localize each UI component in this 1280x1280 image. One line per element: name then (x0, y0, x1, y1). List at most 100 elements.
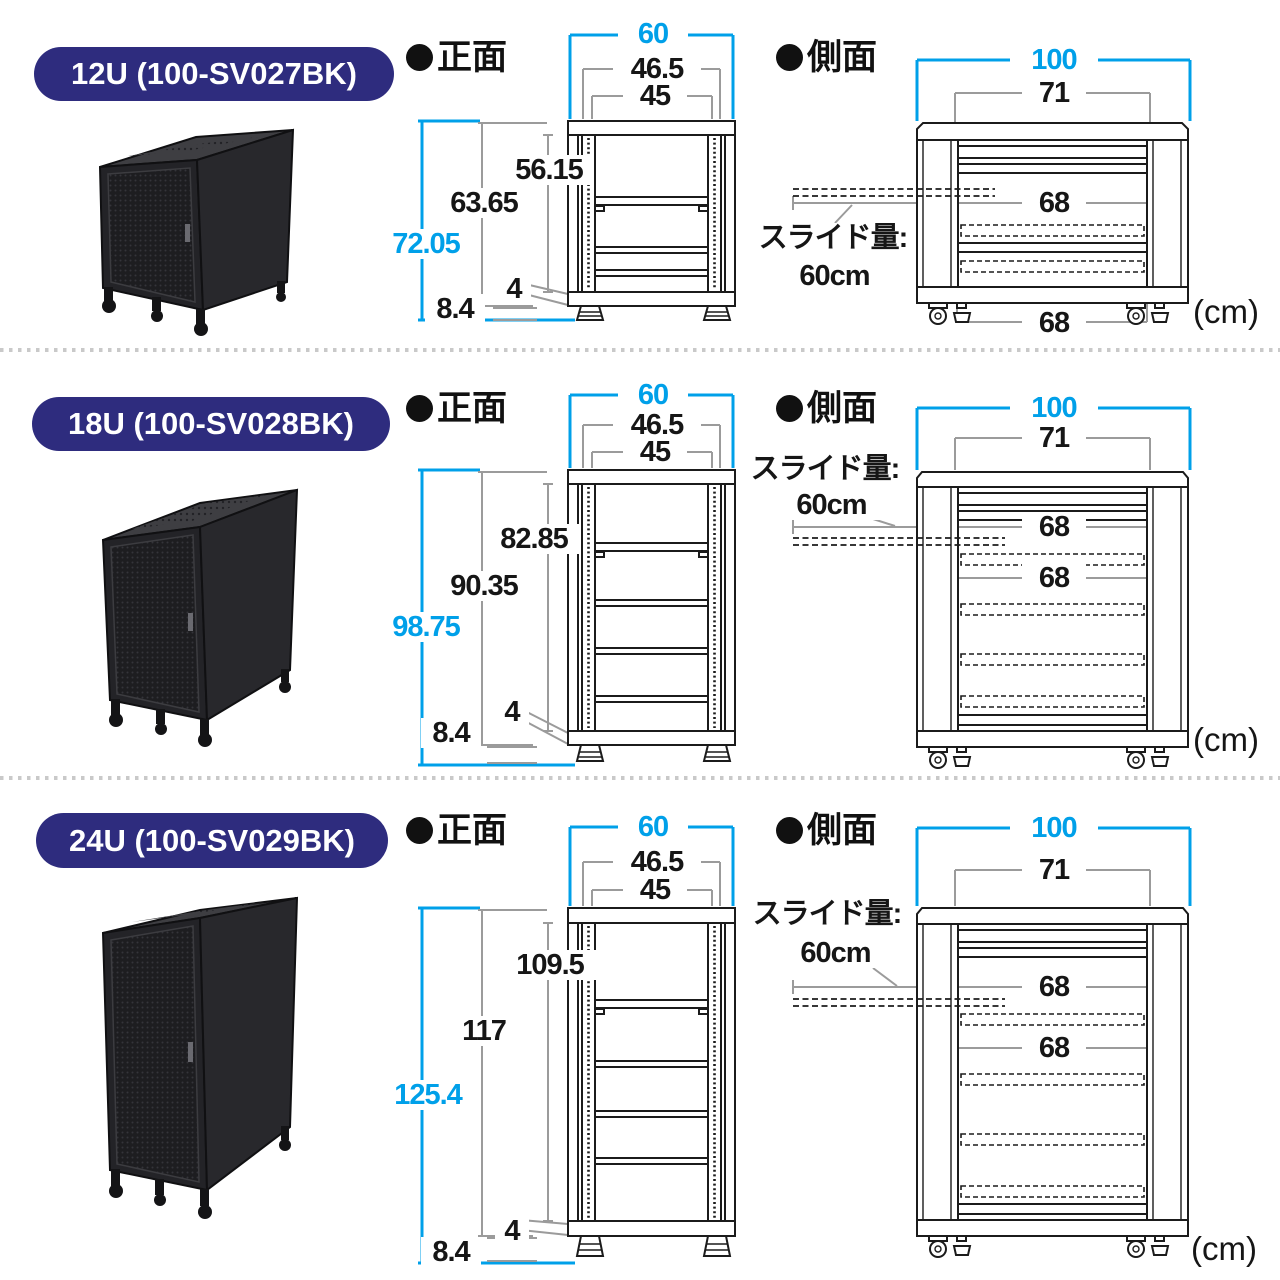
dim-height-inner: 82.85 (487, 524, 581, 554)
leveling-foot-icon (575, 305, 732, 321)
rack-side-outline (793, 907, 1189, 1258)
dim-height-feet: 8.4 (425, 294, 485, 324)
dim-width-outer: 60 (618, 19, 688, 49)
slide-rail (960, 695, 1145, 708)
mounting-rail-left (581, 922, 596, 1222)
dim-width-inner: 45 (623, 437, 687, 467)
rack-photo-body (101, 488, 299, 747)
mesh-door (110, 534, 200, 713)
front-heading-label: 正面 (437, 38, 508, 77)
dim-width-outer: 60 (618, 812, 688, 842)
dim-depth-top: 71 (1022, 78, 1086, 108)
dim-height-feet: 8.4 (421, 1237, 481, 1267)
dim-height-base: 4 (497, 274, 531, 304)
dim-height-body: 63.65 (439, 188, 529, 218)
front-heading-label: 正面 (437, 389, 508, 428)
front-heading-label: 正面 (437, 811, 508, 850)
slide-rail-dashed (793, 537, 1005, 546)
black-dot-icon (776, 395, 803, 422)
mounting-rail-left (581, 134, 596, 293)
dim-height-total: 125.4 (377, 1080, 479, 1110)
slide-rail (960, 1133, 1145, 1146)
dim-depth-outer: 100 (1010, 393, 1098, 423)
side-view-heading: 側面 (776, 391, 877, 426)
slide-rail (960, 260, 1145, 273)
rack-front-outline (567, 120, 736, 321)
slide-amount-value: 60cm (783, 938, 888, 968)
top-vent (132, 902, 266, 922)
black-dot-icon (406, 44, 433, 71)
front-view-diagram-12u: 60 46.5 45 72.05 63.65 56.15 8.4 4 (375, 19, 745, 343)
top-vent (132, 495, 266, 529)
unit-note: (cm) (1191, 1230, 1257, 1267)
slide-amount-label: スライド量: (757, 222, 909, 254)
product-photo-18u (101, 488, 299, 747)
dim-rail-b: 68 (1022, 308, 1086, 338)
dim-height-total: 98.75 (377, 612, 475, 642)
dim-height-body: 117 (447, 1016, 521, 1046)
rack-side-outline (793, 471, 1189, 769)
black-dot-icon (406, 395, 433, 422)
dotted-divider (0, 348, 1280, 352)
unit-note: (cm) (1193, 293, 1259, 330)
slide-rail (960, 1073, 1145, 1086)
door-handle (188, 613, 193, 631)
mesh-door (107, 167, 196, 303)
rack-photo-body (101, 896, 299, 1219)
top-vent (128, 137, 258, 156)
slide-rail (960, 224, 1145, 237)
mounting-rail-left (581, 483, 596, 732)
dim-height-feet: 8.4 (421, 718, 481, 748)
dim-width-inner: 45 (623, 81, 687, 111)
side-heading-label: 側面 (807, 38, 878, 77)
side-view-diagram-24u: 100 71 68 68 スライド量: 60cm (cm) (751, 800, 1280, 1280)
front-view-diagram-24u: 60 46.5 45 125.4 117 109.5 8.4 4 (375, 800, 745, 1280)
front-view-heading: 正面 (406, 40, 507, 75)
dim-height-inner: 109.5 (503, 950, 597, 980)
slide-rail-dashed (793, 998, 1005, 1007)
dim-rail-b: 68 (1022, 1033, 1086, 1063)
product-row-18u: 18U (100-SV028BK) 正 (0, 352, 1280, 776)
feet (102, 281, 286, 336)
dim-height-base: 4 (495, 697, 529, 727)
slide-amount-label: スライド量: (749, 453, 901, 485)
slide-rail (960, 603, 1145, 616)
door-handle (188, 1042, 193, 1062)
dim-width-inner: 45 (623, 875, 687, 905)
dim-height-inner: 56.15 (504, 155, 594, 185)
leveling-foot-icon (575, 1235, 732, 1257)
side-view-heading: 側面 (776, 40, 877, 75)
dim-width-mid: 46.5 (613, 847, 701, 877)
dim-rail-a: 68 (1022, 188, 1086, 218)
shelf (594, 196, 709, 206)
black-dot-icon (406, 817, 433, 844)
dim-depth-top: 71 (1022, 855, 1086, 885)
mounting-rail-right (707, 922, 722, 1222)
mesh-door (110, 925, 200, 1183)
slide-rail (960, 553, 1145, 566)
door-handle (185, 224, 190, 242)
leveling-foot-icon (575, 744, 732, 762)
rack-side-outline (793, 122, 1189, 325)
dim-lines-gray (478, 424, 721, 764)
dim-rail-a: 68 (1022, 512, 1086, 542)
caster-icon (928, 1235, 1170, 1258)
slide-amount-value: 60cm (782, 261, 887, 291)
rack-front-outline (567, 469, 736, 762)
dim-width-outer: 60 (618, 380, 688, 410)
slide-rail (960, 653, 1145, 666)
side-view-diagram-18u: 100 71 68 68 スライド量: 60cm (cm) (749, 378, 1280, 775)
side-heading-label: 側面 (807, 811, 878, 850)
dim-width-mid: 46.5 (613, 410, 701, 440)
dim-lines-gray (478, 861, 721, 1262)
slide-rail (960, 1185, 1145, 1198)
dim-depth-top: 71 (1022, 423, 1086, 453)
dim-rail-b: 68 (1022, 563, 1086, 593)
product-row-12u: 12U (100-SV027BK) (0, 0, 1280, 348)
model-badge: 12U (100-SV027BK) (34, 47, 394, 101)
shelf (594, 542, 709, 552)
dim-rail-a: 68 (1022, 972, 1086, 1002)
slide-rail-dashed (793, 188, 995, 197)
dim-depth-outer: 100 (1010, 813, 1098, 843)
product-photo-24u (101, 896, 299, 1219)
